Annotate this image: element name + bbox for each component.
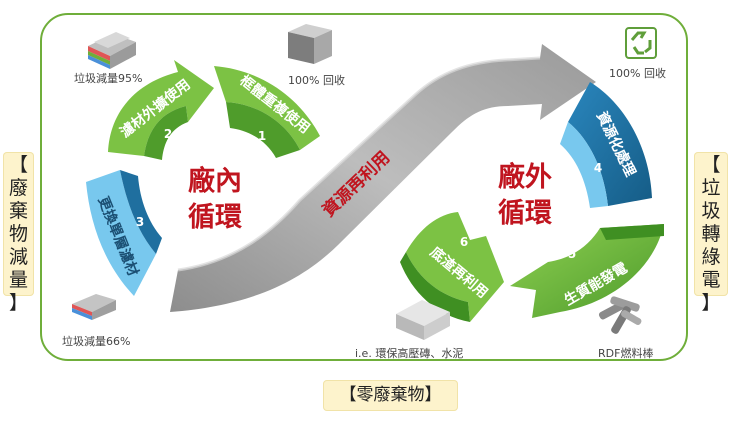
caption-bricks: i.e. 環保高壓磚、水泥 <box>355 347 464 360</box>
step-5-arrow: 生質能發電 5 <box>510 224 664 318</box>
step-6-number: 6 <box>460 235 468 249</box>
caption-recycle-100-top: 100% 回收 <box>288 74 345 87</box>
inner-loop-title-1: 廠內 <box>188 165 242 197</box>
central-arrow-highlight <box>177 56 541 272</box>
step-3-number: 3 <box>136 215 144 229</box>
step-1-number: 1 <box>258 129 266 143</box>
outer-loop-title-2: 循環 <box>498 198 553 229</box>
caption-recycle-100-right: 100% 回收 <box>609 67 666 80</box>
recycle-icon <box>625 27 657 59</box>
filter-block-icon <box>288 24 332 64</box>
brick-icon <box>396 300 450 340</box>
step-5-number: 5 <box>568 247 576 261</box>
filter-layers-icon-2 <box>72 294 116 320</box>
step-4-number: 4 <box>594 161 602 175</box>
waste-to-green-power-label: 【垃圾轉綠電】 <box>694 152 728 314</box>
diagram-frame <box>40 13 688 361</box>
step-2-number: 2 <box>164 127 172 141</box>
central-arrow-body <box>170 44 596 312</box>
step-2-arrow: 濾材外擴使用 2 <box>108 60 214 160</box>
step-1-arrow: 框體重複使用 1 <box>214 66 320 158</box>
zero-waste-label: 【零廢棄物】 <box>323 380 458 411</box>
step-3-arrow: 更換單層濾材 3 <box>86 170 162 296</box>
caption-waste-95: 垃圾減量95% <box>74 72 143 85</box>
caption-waste-66: 垃圾減量66% <box>62 335 131 348</box>
step-4-arrow: 資源化處理 4 <box>560 82 652 208</box>
filter-layers-icon <box>88 32 136 69</box>
caption-rdf: RDF燃料棒 <box>598 347 654 360</box>
outer-loop-title-1: 廠外 <box>498 161 552 193</box>
inner-loop-title-2: 循環 <box>188 202 243 233</box>
step-6-arrow: 底渣再利用 6 <box>400 212 504 322</box>
waste-reduction-label: 【廢棄物減量】 <box>3 152 34 314</box>
rdf-rods-icon <box>598 296 642 334</box>
